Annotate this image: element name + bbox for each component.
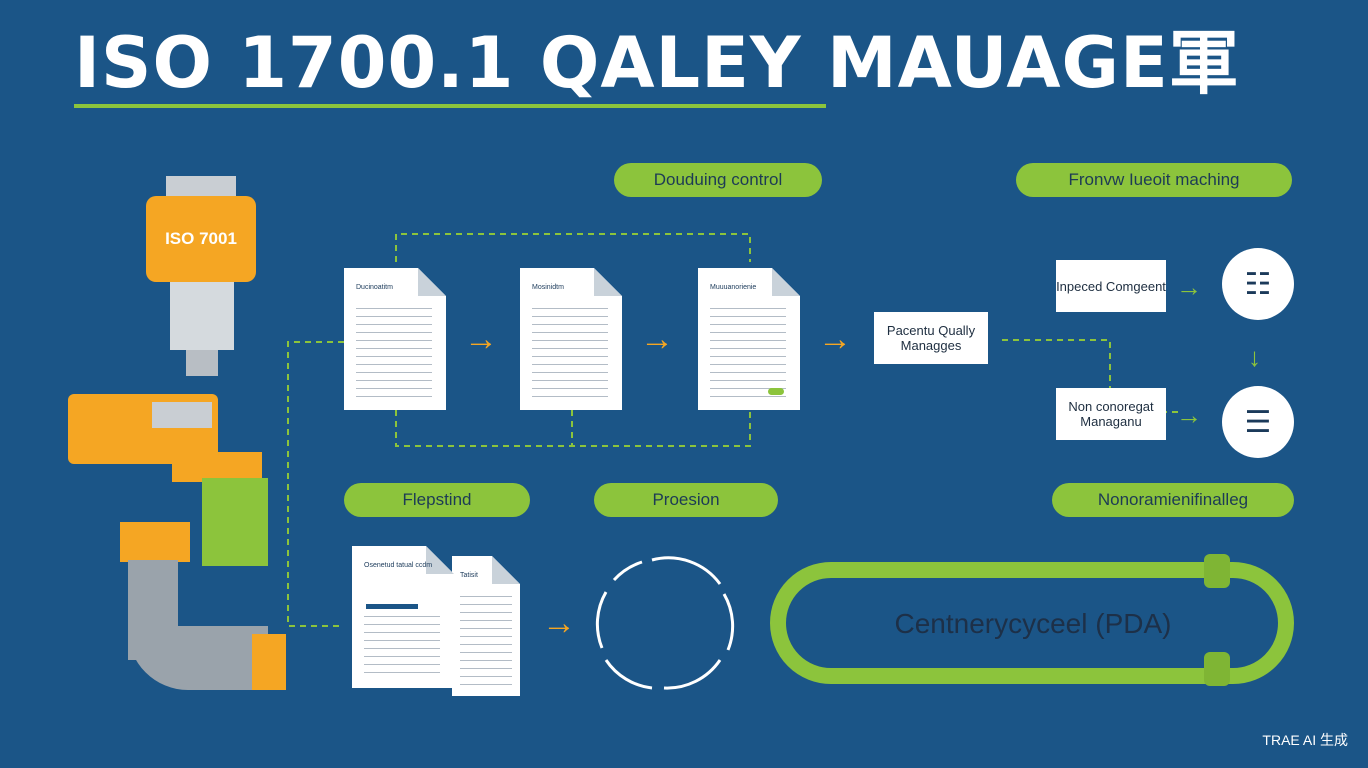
- arrow-right-icon: →: [1176, 272, 1202, 302]
- document-header: Muuuanorienie: [710, 284, 757, 291]
- arrow-right-icon: →: [640, 320, 674, 358]
- document-2: Mosinidtm: [520, 268, 622, 410]
- document-header: Ducinoatitm: [356, 284, 393, 291]
- machine-illustration: ISO 7001: [62, 176, 292, 706]
- document-stack-back: Tatisit: [452, 556, 520, 696]
- process-quality-box: Pacentu Qually Managges: [874, 312, 988, 364]
- document-header: Mosinidtm: [532, 284, 564, 291]
- pill-records: Flepstind: [344, 483, 530, 517]
- pill-procession: Proesion: [594, 483, 778, 517]
- pill-process-machining: Fronvw Iueoit maching: [1016, 163, 1292, 197]
- arrow-right-icon: →: [1176, 400, 1202, 430]
- watermark: TRAE AI 生成: [1262, 732, 1348, 748]
- dashed-connector-right: [1002, 339, 1182, 413]
- pipe-elbow: [128, 626, 268, 690]
- cycle-label: Centnerycyceel (PDA): [894, 608, 1172, 639]
- machine-coupling: [120, 522, 190, 562]
- pill-document-control: Douduing control: [614, 163, 822, 197]
- machine-label: ISO 7001: [146, 196, 256, 282]
- page-title: ISO 1700.1 QALEY MAUAGE軍: [74, 22, 1240, 104]
- dashed-connector-left: [287, 341, 344, 627]
- inspection-gauge-icon: ☷: [1222, 248, 1294, 320]
- document-1: Ducinoatitm: [344, 268, 446, 410]
- inspected-component-box: Inpeced Comgeent: [1056, 260, 1166, 312]
- nonconformance-icon: ☰: [1222, 386, 1294, 458]
- highlight-bar: [366, 604, 418, 609]
- document-header: Osenetud tatual ccdm: [364, 562, 433, 569]
- arrow-right-icon: →: [464, 320, 498, 358]
- dashed-connector-top: [395, 233, 751, 262]
- machine-green-block: [202, 478, 268, 566]
- document-stack-front: Osenetud tatual ccdm: [352, 546, 454, 688]
- title-underline: [74, 104, 826, 108]
- pipe-flange: [252, 634, 286, 690]
- pdca-loop: [770, 554, 1294, 686]
- pill-nonconformance: Nonoramienifinalleg: [1052, 483, 1294, 517]
- nonconformant-box: Non conoregat Managanu: [1056, 388, 1166, 440]
- machine-bracket: [172, 452, 262, 482]
- approved-badge: [768, 388, 784, 395]
- document-stack-sub: Tatisit: [460, 572, 478, 579]
- arrow-right-icon: →: [542, 604, 576, 642]
- machine-spindle: [170, 282, 234, 350]
- arrow-down-icon: ↓: [1248, 342, 1261, 372]
- arrow-right-icon: →: [818, 320, 852, 358]
- machine-tip: [186, 350, 218, 376]
- document-3: Muuuanorienie: [698, 268, 800, 410]
- cycle-gear-icon: [595, 556, 735, 690]
- machine-joint: [152, 402, 212, 428]
